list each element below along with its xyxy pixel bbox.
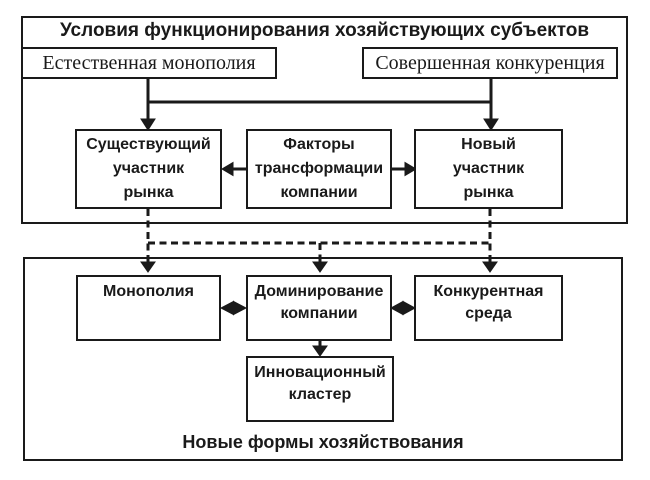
bottom-frame-new-forms: [23, 257, 623, 461]
box-new-participant: Новый участник рынка: [414, 129, 563, 209]
bottom-frame-caption: Новые формы хозяйствования: [182, 432, 464, 452]
top-frame-title: Условия функционирования хозяйствующих с…: [59, 20, 590, 41]
box-existing-participant: Существующий участник рынка: [75, 129, 222, 209]
box-competitive-environment: Конкурентная среда: [414, 275, 563, 341]
box-company-dominance: Доминирование компании: [246, 275, 392, 341]
box-monopoly: Монополия: [76, 275, 221, 341]
box-perfect-competition: Совершенная конкуренция: [362, 47, 618, 79]
box-innovation-cluster: Инновационный кластер: [246, 356, 394, 422]
box-natural-monopoly: Естественная монополия: [21, 47, 277, 79]
top-frame-conditions: [21, 16, 628, 224]
box-transformation-factors: Факторы трансформации компании: [246, 129, 392, 209]
